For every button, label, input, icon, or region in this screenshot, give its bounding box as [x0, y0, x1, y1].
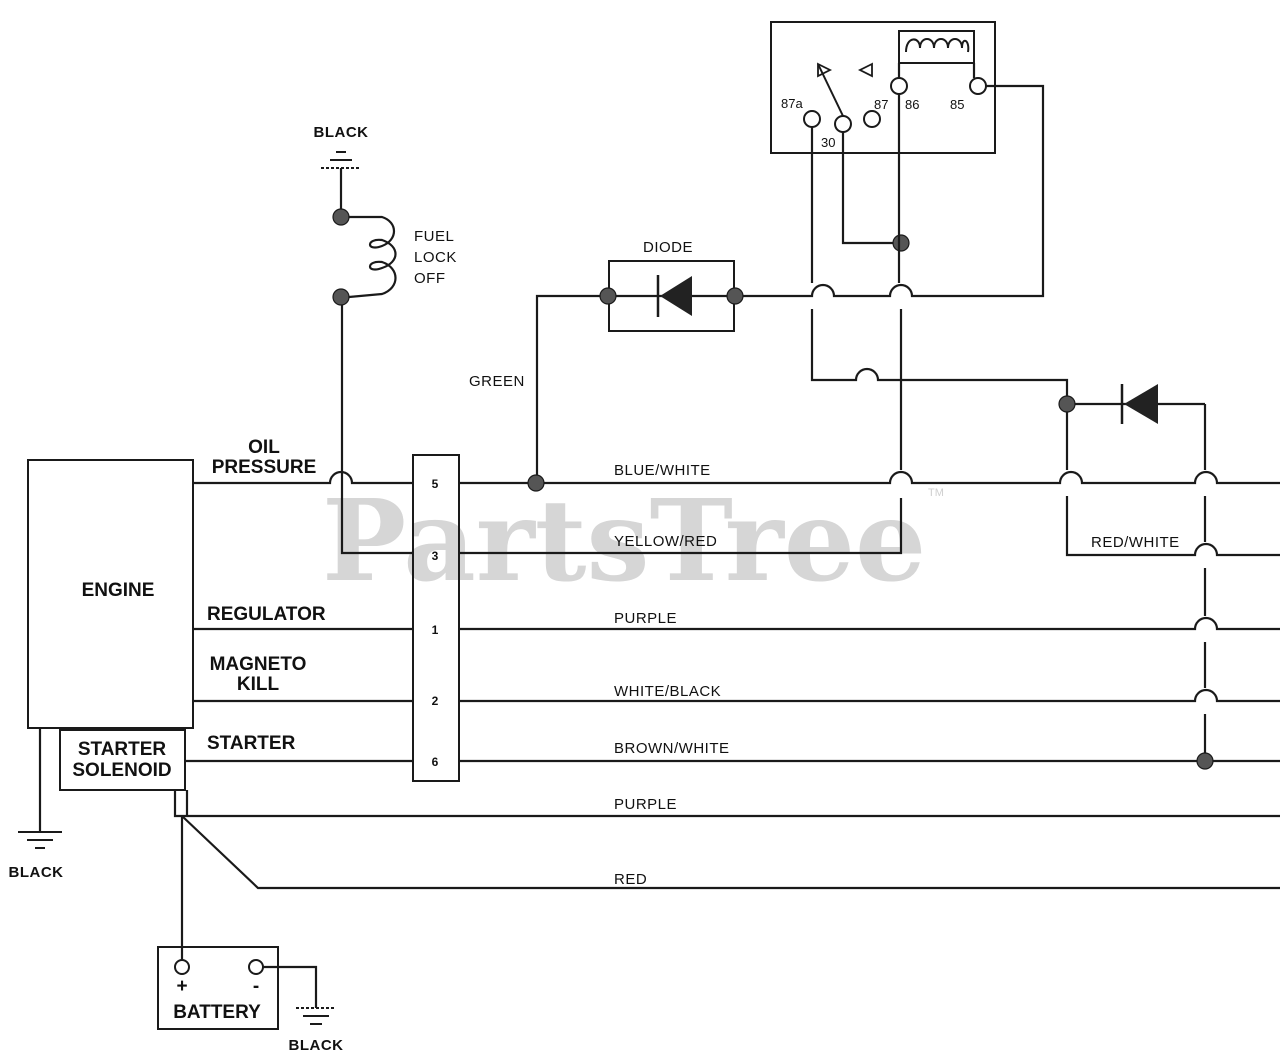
starter-solenoid-label-1: STARTER: [78, 739, 167, 760]
battery-positive-terminal: [174, 959, 190, 975]
purple-bottom-label: PURPLE: [614, 796, 677, 813]
diode-label: DIODE: [643, 239, 693, 256]
battery-ground-label: BLACK: [289, 1037, 344, 1054]
engine-label: ENGINE: [82, 580, 155, 601]
blue-white-wire: [459, 470, 1280, 485]
green-wire: [535, 294, 600, 483]
top-ground-icon: [321, 151, 361, 169]
purple-bottom-wire: [173, 790, 1280, 818]
fuel-lock-label-2: LOCK: [414, 249, 457, 266]
fuel-lock-to-pin3-wire: [340, 297, 413, 555]
brown-white-label: BROWN/WHITE: [614, 740, 730, 757]
relay-86-terminal: [890, 77, 908, 95]
magneto-kill-label-1: MAGNETO: [210, 654, 307, 675]
relay-87a-wire-b: [810, 309, 1069, 404]
relay-30-terminal: [834, 115, 852, 133]
battery-plus-sign: +: [176, 976, 187, 997]
relay-switch-arm-icon: [817, 62, 873, 117]
green-junction: [527, 474, 545, 492]
relay-87-terminal: [863, 110, 881, 128]
battery-ground-icon: [296, 1007, 336, 1025]
purple-top-label: PURPLE: [614, 610, 677, 627]
fuel-lock-node-bottom: [332, 288, 350, 306]
red-label: RED: [614, 871, 647, 888]
connector-pin-5: 5: [432, 477, 439, 491]
relay-coil-icon: [898, 30, 975, 64]
battery-label: BATTERY: [173, 1002, 261, 1023]
relay-box: [770, 21, 996, 154]
diode-icon: [656, 275, 692, 317]
oil-pressure-label-2: PRESSURE: [212, 457, 317, 478]
battery-negative-terminal: [248, 959, 264, 975]
magneto-kill-label-2: KILL: [237, 674, 280, 695]
white-black-label: WHITE/BLACK: [614, 683, 721, 700]
fuel-lock-label-1: FUEL: [414, 228, 454, 245]
connector-pin-1: 1: [432, 623, 439, 637]
engine-ground-label: BLACK: [9, 864, 64, 881]
white-black-wire: [459, 688, 1280, 703]
green-label: GREEN: [469, 373, 525, 390]
relay-87-label: 87: [874, 97, 888, 112]
diode-node-left: [599, 287, 617, 305]
red-white-wire: [1065, 496, 1280, 557]
diode-to-relay85-wire: [743, 84, 1045, 298]
red-wire: [181, 815, 1280, 890]
watermark-tm: TM: [928, 487, 944, 499]
blue-white-label: BLUE/WHITE: [614, 462, 711, 479]
red-white-label: RED/WHITE: [1091, 534, 1180, 551]
diode-node-right: [726, 287, 744, 305]
starter-label: STARTER: [207, 733, 296, 754]
relay-87a-label: 87a: [781, 96, 803, 111]
fuel-lock-node-top: [332, 208, 350, 226]
connector-pin-3: 3: [432, 549, 439, 563]
starter-solenoid-label-2: SOLENOID: [72, 760, 171, 781]
yellow-red-wire: [459, 498, 903, 555]
relay-85-label: 85: [950, 97, 964, 112]
relay-30-wire: [841, 132, 901, 245]
relay-30-label: 30: [821, 135, 835, 150]
relay-86-label: 86: [905, 97, 919, 112]
connector-pin-6: 6: [432, 755, 439, 769]
engine-box: [27, 459, 194, 729]
battery-minus-sign: -: [253, 976, 259, 997]
relay-86-junction: [892, 234, 910, 252]
fuel-lock-label-3: OFF: [414, 270, 446, 287]
relay-85-terminal: [969, 77, 987, 95]
yellow-red-label: YELLOW/RED: [614, 533, 717, 550]
battery-box: [157, 946, 279, 1030]
purple-top-wire: [459, 616, 1280, 631]
battery-ground-wire: [263, 965, 318, 1008]
engine-ground-icon: [18, 831, 62, 849]
right-diode-icon: [1120, 384, 1158, 424]
relay-87a-terminal: [803, 110, 821, 128]
brown-white-junction: [1196, 752, 1214, 770]
fuel-lock-coil-icon: [348, 215, 397, 299]
watermark-text: PartsTree: [322, 476, 926, 607]
regulator-label: REGULATOR: [207, 604, 326, 625]
connector-pin-2: 2: [432, 694, 439, 708]
right-diode-node: [1058, 395, 1076, 413]
connector-block: [412, 454, 460, 782]
top-ground-label: BLACK: [314, 124, 369, 141]
oil-pressure-label-1: OIL: [248, 437, 280, 458]
